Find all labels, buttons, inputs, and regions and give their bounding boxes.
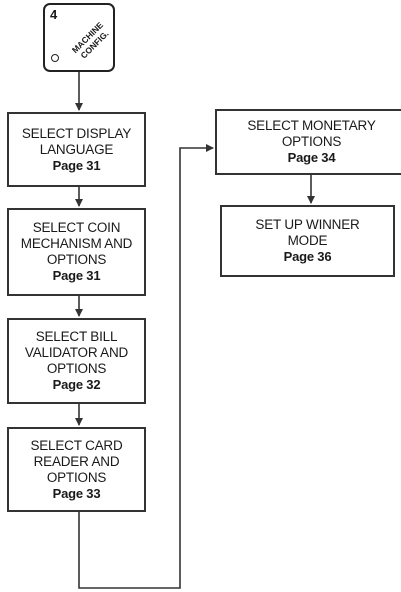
arrow-card-to-monetary — [78, 144, 214, 589]
step-page-ref: Page 32 — [52, 377, 101, 392]
key-label: MACHINE CONFIG. — [63, 13, 120, 70]
step-title: SELECT DISPLAY LANGUAGE — [21, 125, 132, 157]
machine-config-key-icon: 4 MACHINE CONFIG. — [43, 3, 115, 72]
step-page-ref: Page 31 — [52, 268, 101, 283]
step-title: SELECT COIN MECHANISM AND OPTIONS — [20, 220, 133, 267]
step-select-coin-mechanism: SELECT COIN MECHANISM AND OPTIONS Page 3… — [7, 208, 146, 296]
step-page-ref: Page 33 — [52, 485, 101, 501]
step-page-ref: Page 36 — [283, 249, 332, 264]
step-page-ref: Page 31 — [52, 157, 101, 173]
step-set-up-winner-mode: SET UP WINNER MODE Page 36 — [220, 205, 395, 277]
step-select-bill-validator: SELECT BILL VALIDATOR AND OPTIONS Page 3… — [7, 318, 146, 404]
step-select-monetary-options: SELECT MONETARY OPTIONS Page 34 — [215, 109, 401, 175]
key-led-dot — [51, 54, 59, 62]
step-title: SELECT MONETARY OPTIONS — [247, 118, 376, 149]
step-select-card-reader: SELECT CARD READER AND OPTIONS Page 33 — [7, 427, 146, 512]
step-select-display-language: SELECT DISPLAY LANGUAGE Page 31 — [7, 112, 146, 187]
step-page-ref: Page 34 — [287, 150, 336, 165]
step-title: SELECT CARD READER AND OPTIONS — [30, 437, 123, 485]
key-number: 4 — [50, 7, 58, 22]
step-title: SELECT BILL VALIDATOR AND OPTIONS — [24, 329, 129, 376]
step-title: SET UP WINNER MODE — [255, 217, 360, 248]
